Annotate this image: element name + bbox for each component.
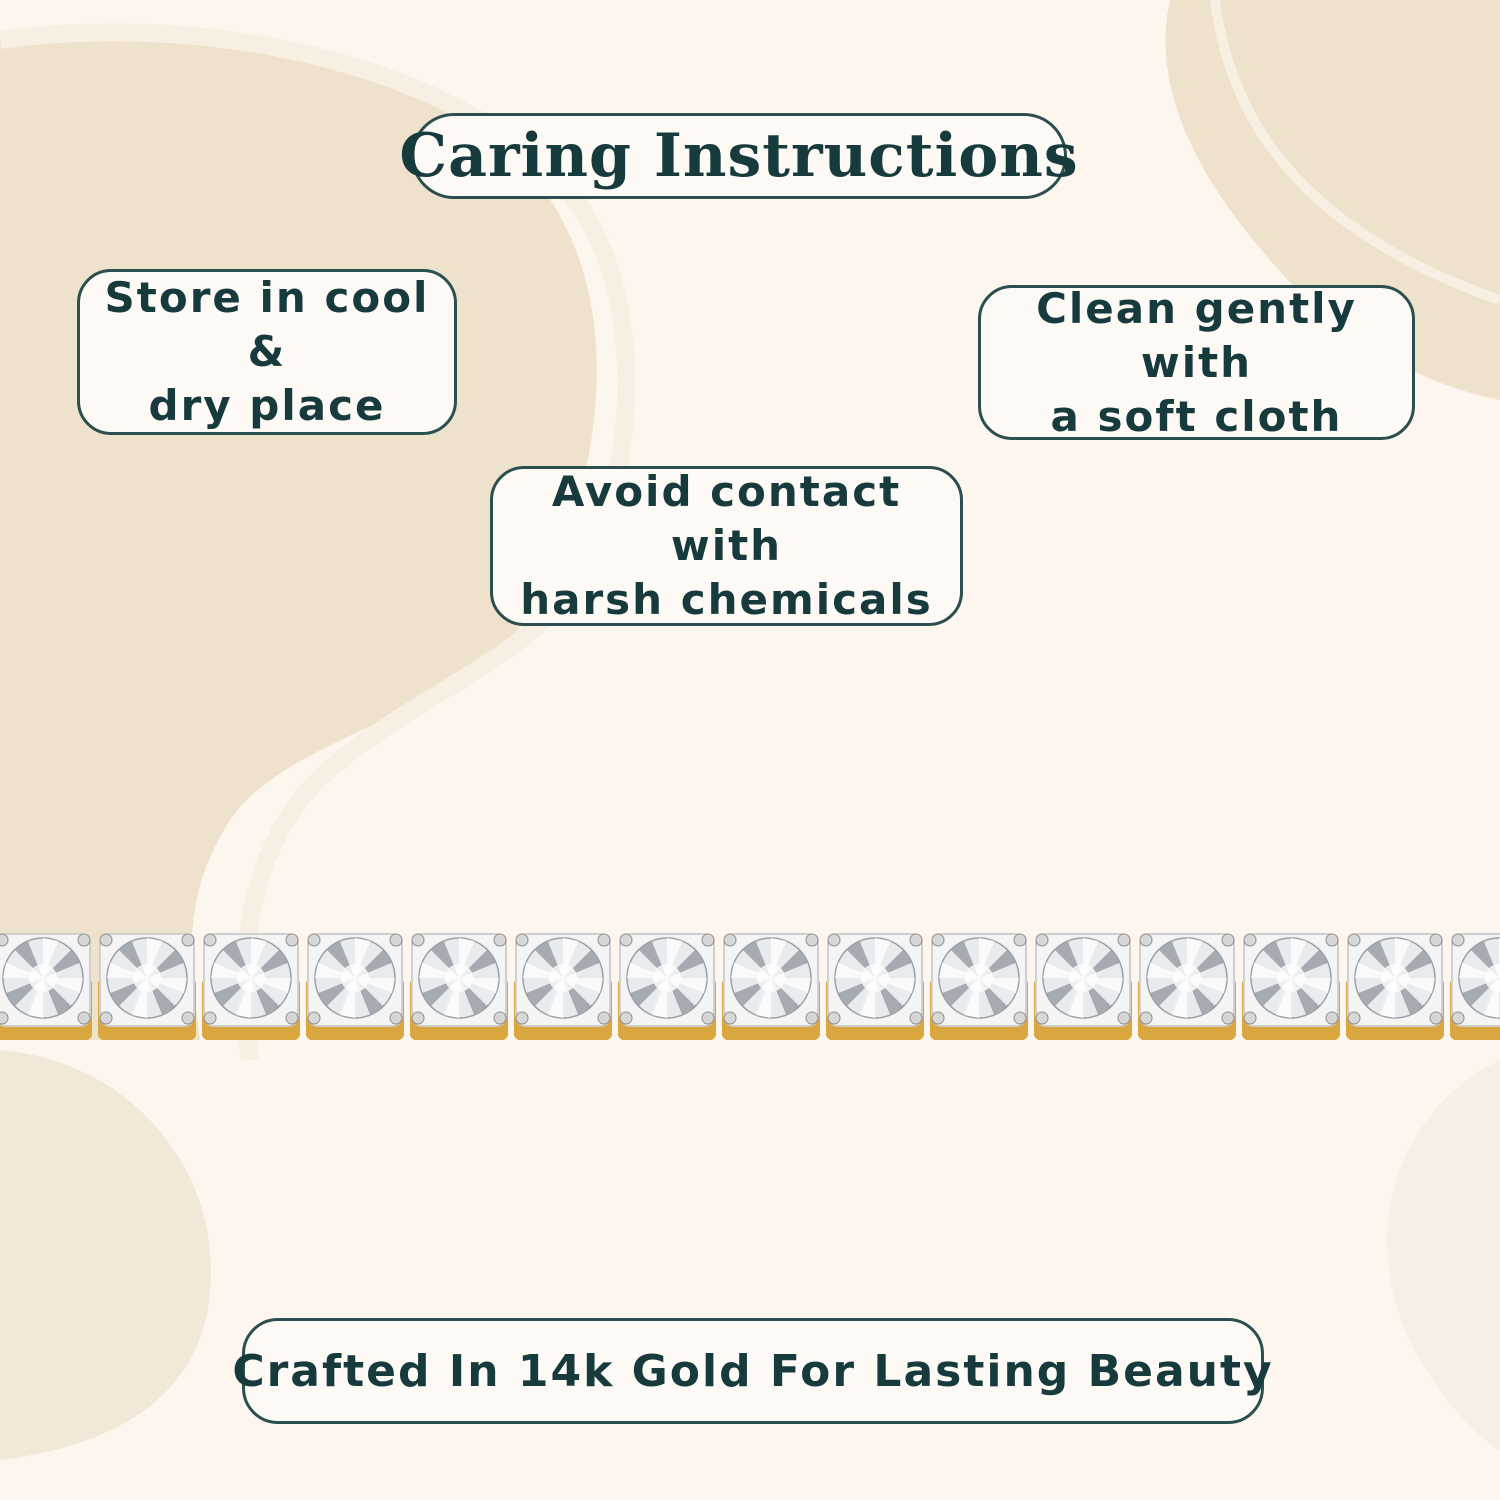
bracelet-link — [202, 933, 300, 1040]
bracelet-link — [1346, 933, 1444, 1040]
tennis-bracelet-image — [0, 933, 1500, 1040]
care-tip-text: Avoid contact with harsh chemicals — [520, 467, 933, 624]
care-tip-text: Clean gently with a soft cloth — [1036, 283, 1357, 441]
bracelet-link — [1450, 933, 1500, 1040]
background-blob-right — [1165, 0, 1500, 400]
title-badge: Caring Instructions — [399, 113, 1078, 199]
tagline: Crafted In 14k Gold For Lasting Beauty — [232, 1345, 1274, 1397]
bracelet-link — [618, 933, 716, 1040]
bracelet-link — [514, 933, 612, 1040]
page-title: Caring Instructions — [399, 121, 1079, 191]
background-blob-bottom — [0, 1050, 212, 1460]
bracelet-link — [722, 933, 820, 1040]
bracelet-link — [1034, 933, 1132, 1040]
bracelet-link — [1138, 933, 1236, 1040]
bracelet-link — [826, 933, 924, 1040]
tagline-badge: Crafted In 14k Gold For Lasting Beauty — [232, 1318, 1272, 1424]
bracelet-link — [306, 933, 404, 1040]
bracelet-link — [410, 933, 508, 1040]
care-tip-text: Store in cool & dry place — [104, 273, 430, 430]
bracelet-link — [0, 933, 92, 1040]
bracelet-link — [98, 933, 196, 1040]
bracelet-link — [930, 933, 1028, 1040]
care-tip-chemicals: Avoid contact with harsh chemicals — [490, 466, 963, 626]
care-tip-cleaning: Clean gently with a soft cloth — [978, 284, 1415, 441]
care-tip-storage: Store in cool & dry place — [77, 269, 457, 435]
bracelet-link — [1242, 933, 1340, 1040]
